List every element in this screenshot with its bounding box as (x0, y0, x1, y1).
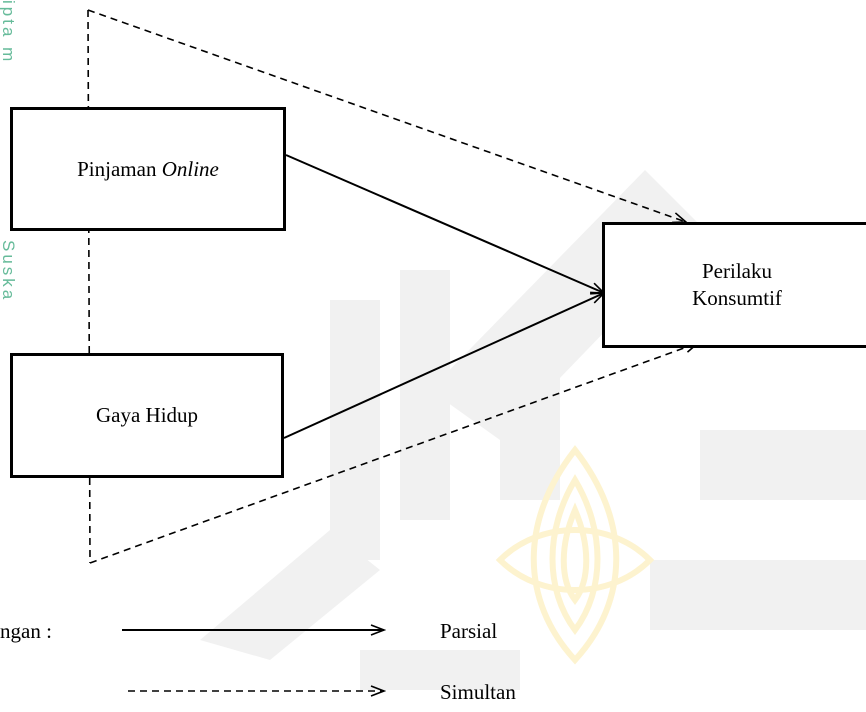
node-pinjaman-online: Pinjaman Online (10, 107, 286, 231)
parsial-edge-pinjaman (285, 154, 604, 294)
simultan-edge-top (87, 9, 686, 222)
watermark-text-top: ipta m (0, 0, 16, 65)
node-pinjaman-online-label-plain: Pinjaman (77, 156, 162, 181)
node-gaya-hidup: Gaya Hidup (10, 353, 284, 478)
parsial-edge-gaya-hidup (283, 293, 604, 439)
watermark-text-bottom: Suska (0, 240, 16, 303)
node-perilaku-konsumtif-label-line2: Konsumtif (692, 286, 782, 310)
simultan-bracket (87, 9, 91, 564)
legend-prefix: ngan : (0, 619, 52, 643)
node-perilaku-konsumtif-label-line1: Perilaku (702, 259, 772, 283)
node-perilaku-konsumtif: Perilaku Konsumtif (602, 222, 866, 348)
node-pinjaman-online-label-italic: Online (161, 156, 219, 181)
legend-label-simultan: Simultan (440, 680, 516, 704)
legend-label-parsial: Parsial (440, 619, 498, 643)
node-gaya-hidup-label: Gaya Hidup (95, 403, 199, 427)
node-pinjaman-online-label: Pinjaman Online (77, 156, 219, 183)
